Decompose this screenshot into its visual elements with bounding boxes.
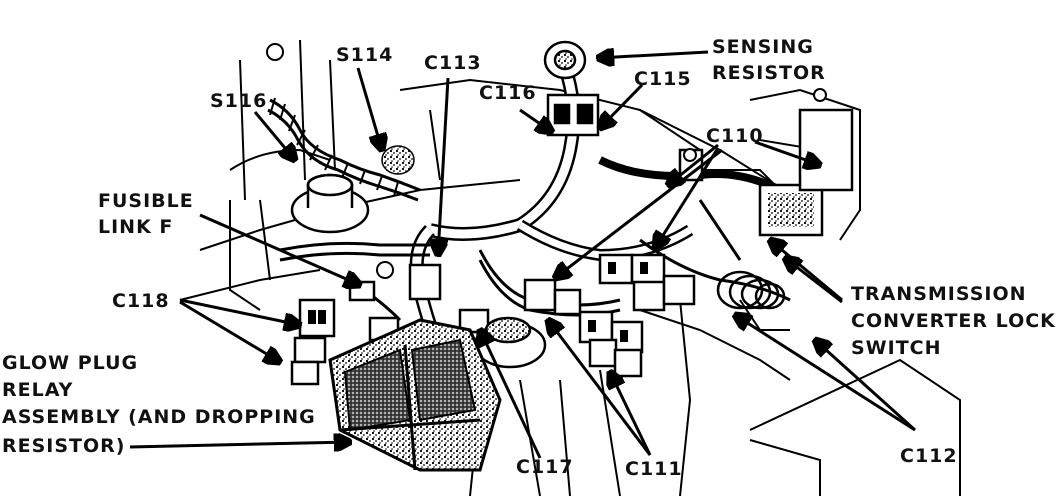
label-c110: C110 <box>706 125 764 147</box>
label-sensing-resistor-1: SENSING <box>712 36 814 58</box>
label-c117: C117 <box>516 456 574 478</box>
label-fusible-link-2: LINK F <box>98 216 174 238</box>
arrow-c110-d <box>754 140 820 165</box>
label-c111: C111 <box>625 458 683 480</box>
label-c113: C113 <box>424 52 482 74</box>
label-glow-plug-1: GLOW PLUG <box>2 352 139 374</box>
coil-spring <box>716 270 786 310</box>
arrow-c111-b <box>610 372 652 456</box>
label-sensing-resistor-2: RESISTOR <box>712 62 826 84</box>
arrow-c118-b <box>179 300 280 362</box>
arrow-s114 <box>356 67 382 150</box>
arrow-c110-a <box>668 143 719 185</box>
arrow-transmission-b <box>785 258 843 304</box>
label-c112: C112 <box>900 445 958 467</box>
arrow-c110-c <box>555 148 723 278</box>
round-canister <box>290 173 370 234</box>
arrow-c112-a <box>735 315 916 432</box>
label-c118: C118 <box>112 290 170 312</box>
arrow-c110-b <box>655 147 720 248</box>
arrow-c115 <box>600 83 644 128</box>
arrow-c118-a <box>179 298 300 325</box>
arrow-s116 <box>253 111 295 160</box>
arrow-transmission-a <box>770 240 843 302</box>
label-transmission-1: TRANSMISSION <box>851 283 1027 305</box>
connectors <box>290 108 854 386</box>
arrow-c113 <box>438 77 450 255</box>
arrow-sensing-resistor <box>598 52 709 58</box>
arrow-c112-b <box>815 340 917 432</box>
label-glow-plug-3: ASSEMBLY (AND DROPPING <box>2 406 316 428</box>
arrow-c116 <box>519 108 552 132</box>
label-c115: C115 <box>634 68 692 90</box>
label-transmission-3: SWITCH <box>851 337 942 359</box>
label-s116: S116 <box>210 90 268 112</box>
arrow-c111-a <box>548 320 652 456</box>
arrow-c117 <box>480 330 542 459</box>
glow-plug-relay-assembly <box>328 318 502 472</box>
label-s114: S114 <box>336 44 394 66</box>
label-c116: C116 <box>479 82 537 104</box>
label-transmission-2: CONVERTER LOCK <box>851 310 1056 332</box>
label-fusible-link-1: FUSIBLE <box>98 190 194 212</box>
label-glow-plug-4: RESISTOR) <box>2 435 126 457</box>
label-glow-plug-2: RELAY <box>2 379 74 401</box>
arrow-fusible-link <box>199 213 360 285</box>
arrow-glow-plug <box>129 442 350 447</box>
